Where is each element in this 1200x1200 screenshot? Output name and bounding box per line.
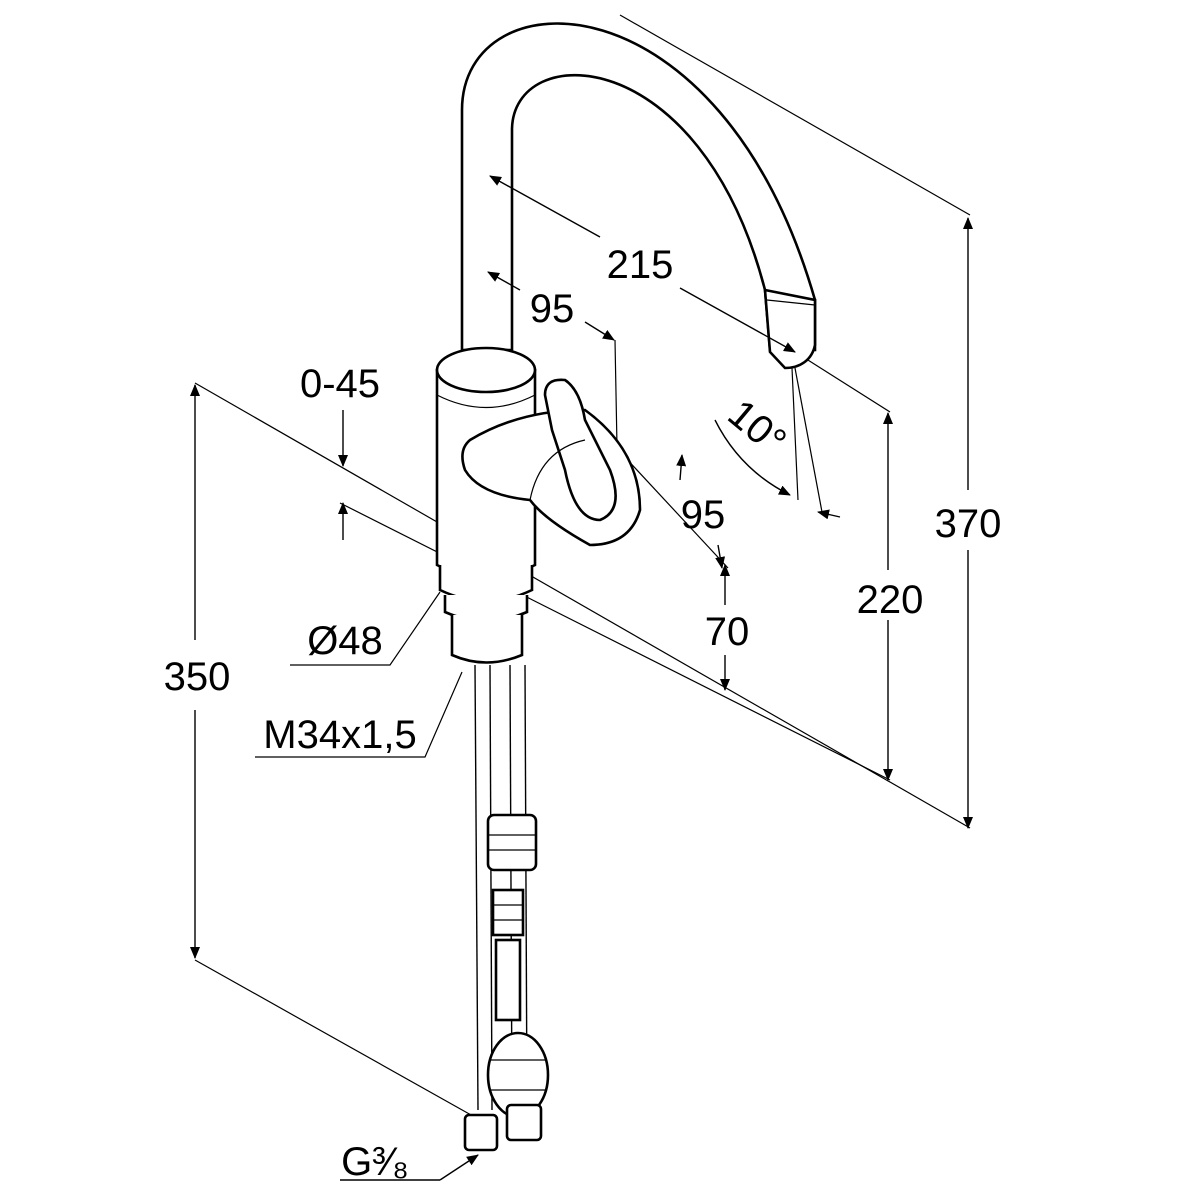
spout-reach-label: 215	[607, 243, 674, 287]
dimension-lines	[190, 175, 973, 1181]
shank-length-label: 350	[164, 655, 231, 699]
faucet-spout	[460, 22, 817, 370]
thread-label: M34x1,5	[263, 713, 416, 757]
handle-depth-label: 95	[681, 493, 726, 537]
outlet-height-label: 220	[857, 578, 924, 622]
spray-angle-label: 10°	[720, 391, 795, 464]
base-diameter-label: Ø48	[307, 619, 383, 663]
supply-hoses	[463, 664, 550, 1152]
handle-offset-label: 95	[530, 287, 575, 331]
faucet-handle	[461, 378, 642, 547]
connection-label: G³⁄₈	[341, 1140, 409, 1184]
base-height-label: 70	[705, 610, 750, 654]
faucet-body	[435, 346, 537, 664]
swivel-range-label: 0-45	[300, 362, 380, 406]
extension-lines	[194, 14, 971, 1121]
total-height-label: 370	[935, 502, 1002, 546]
